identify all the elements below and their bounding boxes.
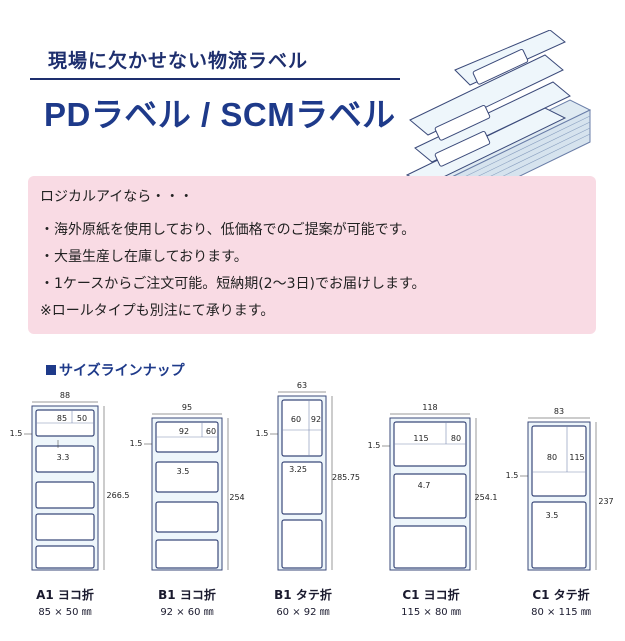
section-heading: サイズラインナップ bbox=[46, 360, 185, 380]
b1y-pitch: 3.5 bbox=[177, 467, 190, 476]
a1-height-dim: 266.5 bbox=[107, 491, 130, 500]
intro-line: ・1ケースからご注文可能。短納期(2～3日)でお届けします。 bbox=[40, 276, 426, 292]
section-title: サイズラインナップ bbox=[59, 363, 185, 379]
header-title: PDラベル / SCMラベル bbox=[44, 96, 396, 133]
c1y-gap: 1.5 bbox=[368, 441, 381, 450]
b1t-pitch: 3.25 bbox=[289, 465, 307, 474]
b1y-label-w: 92 bbox=[179, 427, 189, 436]
intro-line: ※ロールタイプも別注にて承ります。 bbox=[40, 303, 275, 319]
b1y-gap: 1.5 bbox=[130, 439, 143, 448]
c1t-label-h: 115 bbox=[569, 453, 584, 462]
item-size: 85 × 50 ㎜ bbox=[38, 607, 92, 618]
intro-box bbox=[28, 176, 596, 334]
c1y-label-w: 115 bbox=[413, 434, 428, 443]
c1t-gap: 1.5 bbox=[506, 471, 519, 480]
b1t-gap: 1.5 bbox=[256, 429, 269, 438]
item-name: C1 ヨコ折 bbox=[402, 588, 460, 602]
b1t-label-w: 60 bbox=[291, 415, 301, 424]
item-size: 92 × 60 ㎜ bbox=[160, 607, 214, 618]
header-subtitle: 現場に欠かせない物流ラベル bbox=[48, 50, 309, 72]
item-name: A1 ヨコ折 bbox=[36, 588, 94, 602]
size-diagrams: 88 85 50 1.5 3.3 266.5 95 92 60 1.5 3.5 … bbox=[10, 381, 614, 571]
b1t-label-h: 92 bbox=[311, 415, 321, 424]
c1t-height-dim: 237 bbox=[598, 497, 613, 506]
item-size: 60 × 92 ㎜ bbox=[276, 607, 330, 618]
c1y-width-dim: 118 bbox=[422, 403, 437, 412]
intro-line: ロジカルアイなら・・・ bbox=[40, 189, 194, 205]
intro-line: ・大量生産し在庫しております。 bbox=[40, 249, 248, 265]
diagram-c1-tate bbox=[520, 417, 597, 571]
c1y-height-dim: 254.1 bbox=[475, 493, 498, 502]
b1y-height-dim: 254 bbox=[229, 493, 244, 502]
diagram-c1-yoko bbox=[382, 413, 477, 571]
item-name: C1 タテ折 bbox=[532, 588, 590, 602]
a1-label-w: 85 bbox=[57, 414, 67, 423]
header-divider bbox=[30, 78, 400, 80]
item-name: B1 タテ折 bbox=[274, 588, 332, 602]
c1y-label-h: 80 bbox=[451, 434, 461, 443]
a1-gap: 1.5 bbox=[10, 429, 23, 438]
diagram-b1-yoko bbox=[144, 413, 229, 571]
c1t-label-w: 80 bbox=[547, 453, 557, 462]
b1t-height-dim: 285.75 bbox=[332, 473, 360, 482]
c1y-pitch: 4.7 bbox=[418, 481, 431, 490]
b1y-width-dim: 95 bbox=[182, 403, 192, 412]
diagram-b1-tate bbox=[270, 391, 333, 571]
diagram-a1 bbox=[24, 401, 105, 571]
item-size: 80 × 115 ㎜ bbox=[531, 607, 591, 618]
item-size: 115 × 80 ㎜ bbox=[401, 607, 461, 618]
item-name: B1 ヨコ折 bbox=[158, 588, 216, 602]
c1t-pitch: 3.5 bbox=[546, 511, 559, 520]
b1t-width-dim: 63 bbox=[297, 381, 307, 390]
intro-line: ・海外原紙を使用しており、低価格でのご提案が可能です。 bbox=[40, 222, 416, 238]
a1-pitch: 3.3 bbox=[57, 453, 70, 462]
a1-width-dim: 88 bbox=[60, 391, 70, 400]
b1y-label-h: 60 bbox=[206, 427, 216, 436]
c1t-width-dim: 83 bbox=[554, 407, 564, 416]
square-bullet-icon bbox=[46, 365, 56, 375]
a1-label-h: 50 bbox=[77, 414, 87, 423]
